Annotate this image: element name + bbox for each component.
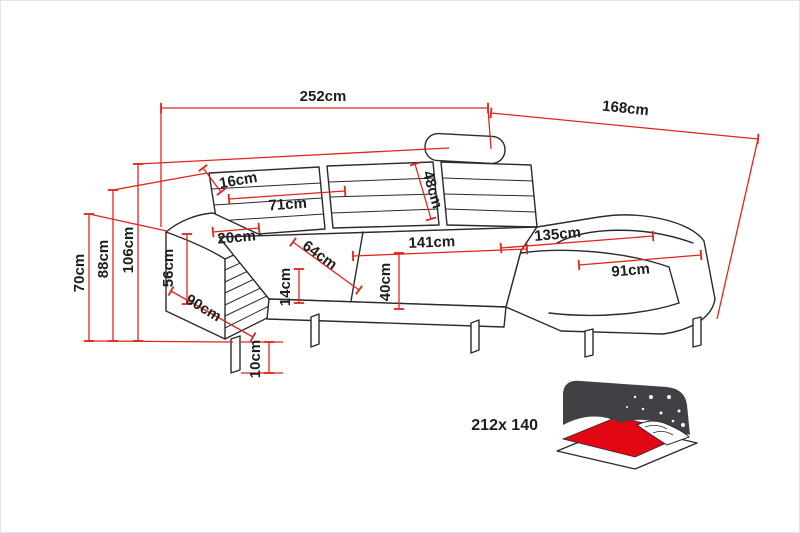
bed-sheet-fold-line-2 xyxy=(652,431,674,436)
dimension-labels: 252cm 168cm 70cm 88cm 106cm 16cm 71cm 48… xyxy=(71,88,650,378)
chaise-cushion-front xyxy=(548,302,680,317)
dim-line-seat-width xyxy=(351,243,529,262)
bed-sheet-fold-line-1 xyxy=(644,425,668,430)
ext-heights-bottom xyxy=(88,340,234,343)
label-chaise-width: 91cm xyxy=(611,260,651,280)
label-back-cushion-width: 71cm xyxy=(268,195,307,215)
label-total-depth: 168cm xyxy=(601,98,649,120)
label-chaise-back-length: 135cm xyxy=(534,224,582,245)
dim-line-chaise-width xyxy=(577,249,703,271)
dim-line-armrest-width xyxy=(211,222,261,238)
label-armrest-height: 70cm xyxy=(71,254,88,292)
ext-backrest-height-top xyxy=(112,172,208,191)
label-armrest-front-height: 56cm xyxy=(160,249,177,287)
label-leg-height: 10cm xyxy=(247,340,264,378)
leg-chaise-left xyxy=(584,328,594,358)
label-seat-width: 141cm xyxy=(408,233,455,252)
dimension-lines xyxy=(83,102,760,374)
label-backrest-height: 88cm xyxy=(95,240,112,278)
label-total-width: 252cm xyxy=(300,88,347,105)
ext-total-depth xyxy=(716,138,759,320)
dim-line-backrest-top-depth xyxy=(198,164,226,196)
dim-line-seat-depth xyxy=(289,237,363,295)
seat-front-face xyxy=(266,298,507,328)
headrest-pillow xyxy=(424,132,506,165)
dim-line-side-depth xyxy=(167,286,257,342)
leg-front-left xyxy=(310,313,320,348)
leg-chaise-right xyxy=(692,316,702,348)
dim-line-total-depth xyxy=(489,107,760,145)
ext-armrest-height-top xyxy=(88,213,168,232)
label-armrest-width: 20cm xyxy=(217,227,257,247)
label-backrest-top-depth: 16cm xyxy=(218,169,259,192)
label-cushion-thickness: 14cm xyxy=(277,268,294,306)
label-total-height: 106cm xyxy=(120,227,137,274)
backrest-cushion-3-tufting xyxy=(442,177,537,213)
ext-total-height-top xyxy=(137,147,450,165)
leg-front-middle xyxy=(470,319,480,354)
label-bed-size: 212x 140 xyxy=(471,417,538,434)
dim-line-chaise-back-length xyxy=(499,230,655,254)
bed-sheet-fold xyxy=(636,420,690,446)
dim-line-back-cushion-height xyxy=(409,161,437,222)
label-seat-height: 40cm xyxy=(377,263,394,301)
sleeping-function-bed-icon xyxy=(556,380,698,470)
dim-line-back-cushion-width xyxy=(227,185,347,205)
